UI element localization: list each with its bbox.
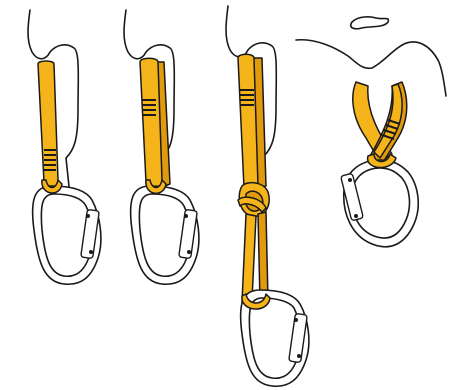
sling-front-strand bbox=[38, 61, 58, 192]
sling-lower-strand-left bbox=[242, 214, 256, 302]
carabiner bbox=[341, 160, 419, 247]
rock-ledge bbox=[296, 40, 446, 96]
sling-front-strand bbox=[140, 58, 162, 192]
panel-choked-sling bbox=[296, 17, 446, 247]
sling-front-strand bbox=[238, 54, 258, 188]
carabiner bbox=[131, 186, 199, 284]
carabiner bbox=[33, 186, 101, 284]
rock-crack-mark bbox=[351, 17, 389, 29]
panel-single-loop bbox=[28, 10, 101, 284]
panel-doubled-sling bbox=[124, 10, 199, 284]
overhand-knot bbox=[238, 183, 269, 217]
panel-knotted-sling bbox=[226, 6, 309, 386]
sling-lower-strand-right bbox=[258, 212, 268, 302]
